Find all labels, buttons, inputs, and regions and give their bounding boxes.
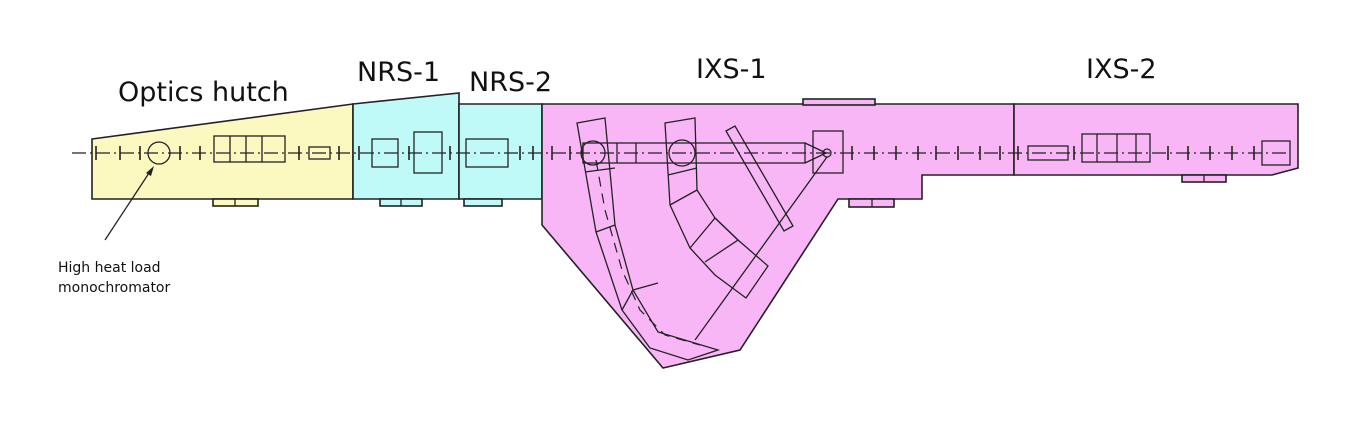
optics-mirror-box <box>213 135 286 163</box>
arrowhead-icon <box>146 166 154 176</box>
ixs1-arm-right <box>664 117 769 299</box>
optics-slit <box>308 146 331 160</box>
ixs2-end-stop <box>1261 140 1291 166</box>
hutch-label-ixs1: IXS-1 <box>696 54 767 85</box>
high-heat-load-monochromator <box>147 141 171 165</box>
hutch-optics-area <box>91 103 354 200</box>
nrs2-component <box>465 138 509 168</box>
annotation-monochromator-line1: High heat load <box>58 260 161 276</box>
monochromator-pointer <box>104 169 152 241</box>
ixs1-diagonal-rail <box>725 125 794 232</box>
ixs1-analyzer-arm-tube <box>582 142 806 164</box>
arm-segment <box>667 167 698 176</box>
hutch-nrs2-area <box>458 103 543 200</box>
nrs2-support <box>463 198 503 207</box>
hutch-label-nrs2: NRS-2 <box>469 67 552 98</box>
nrs1-component-b <box>413 131 443 174</box>
tube-taper <box>804 142 827 154</box>
arm-left-trajectory <box>595 159 701 346</box>
arm-segment <box>689 217 740 263</box>
arm-segment <box>621 282 659 311</box>
ixs1-arm-left <box>576 117 721 361</box>
nrs1-component-a <box>371 138 399 168</box>
ixs1-sample-circle-a <box>580 140 606 166</box>
hutch-label-optics: Optics hutch <box>118 77 289 108</box>
arm-segment <box>595 224 616 233</box>
ixs2-component-b <box>1081 133 1151 163</box>
hutch-ixs2-area <box>1013 103 1299 176</box>
tube-taper <box>804 152 827 164</box>
annotation-monochromator-line2: monochromator <box>58 280 170 296</box>
hutch-label-ixs2: IXS-2 <box>1086 54 1157 85</box>
hutch-label-nrs1: NRS-1 <box>357 57 440 88</box>
arm-segment <box>669 189 698 206</box>
ixs1-sample-circle-b <box>668 139 696 167</box>
beamline-ticks <box>95 146 1255 160</box>
hutch-nrs1-area <box>352 92 460 200</box>
ixs1-sample-stage <box>812 130 844 174</box>
ixs1-radius-line <box>694 156 828 341</box>
ixs1-top-bump <box>802 98 876 106</box>
arm-segment <box>584 167 616 173</box>
ixs2-component-a <box>1027 145 1069 161</box>
